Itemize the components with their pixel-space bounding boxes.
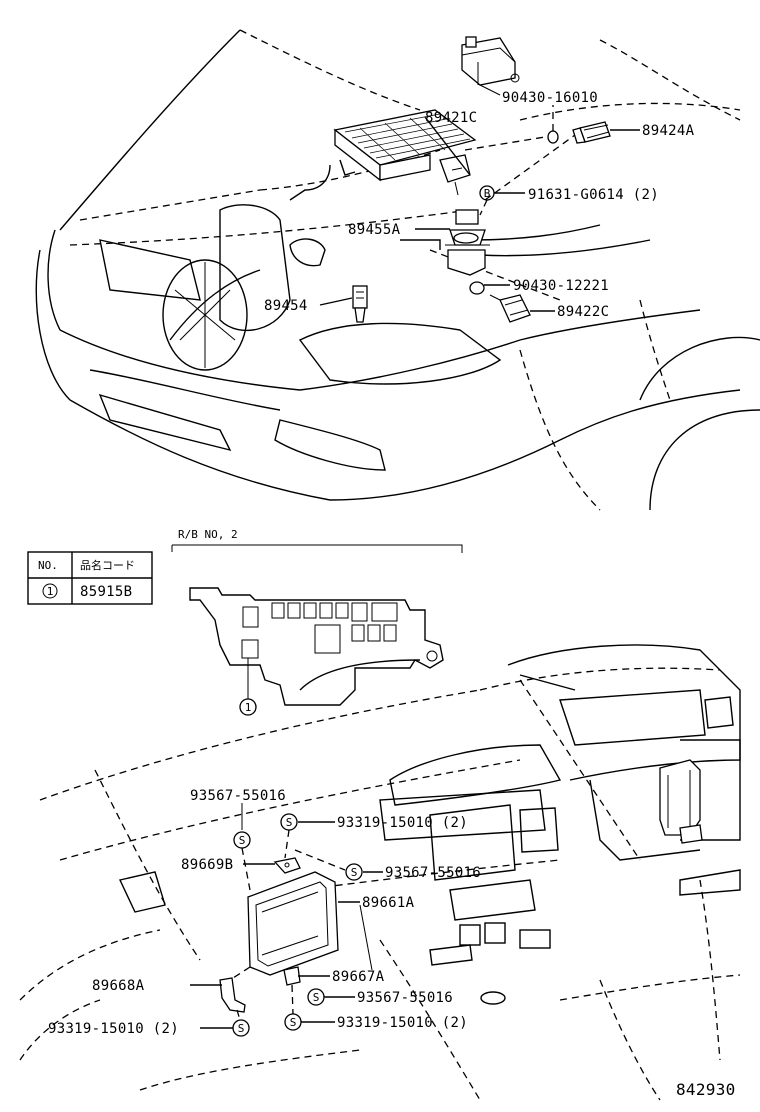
legend-header-no: NO. [38, 559, 58, 572]
s-marker-3: S [345, 863, 363, 881]
label-89668a: 89668A [92, 978, 145, 994]
dashboard-illustration [19, 644, 741, 1101]
label-93319-15010-b: 93319-15010 (2) [337, 1015, 468, 1031]
part-89454-sensor [352, 285, 368, 323]
label-93567-55016-b: 93567-55016 [385, 865, 481, 881]
top-leader-lines [319, 84, 640, 312]
svg-text:S: S [239, 834, 246, 847]
s-marker-1: S [233, 831, 251, 849]
bottom-leader-lines [190, 803, 383, 1029]
top-sensor-unit [461, 36, 520, 86]
legend-row-code: 85915B [80, 584, 132, 600]
label-91631-g0614: 91631-G0614 (2) [528, 187, 659, 203]
part-89422c-sensor [489, 294, 531, 323]
label-90430-12221: 90430-12221 [513, 278, 609, 294]
svg-text:S: S [286, 816, 293, 829]
svg-text:S: S [290, 1016, 297, 1029]
label-89421c: 89421C [425, 110, 477, 126]
label-89669b: 89669B [181, 857, 233, 873]
svg-text:S: S [238, 1022, 245, 1035]
rb-title: R/B NO, 2 [178, 528, 238, 541]
right-bracket-part [659, 759, 703, 844]
washer-90430-16010 [547, 130, 559, 144]
label-90430-16010: 90430-16010 [502, 90, 598, 106]
label-93567-55016-a: 93567-55016 [190, 788, 286, 804]
s-marker-6: S [232, 1019, 250, 1037]
b-symbol: B [484, 187, 491, 200]
label-89422c: 89422C [557, 304, 609, 320]
s-marker-2: S [280, 813, 298, 831]
label-89455a: 89455A [348, 222, 401, 238]
svg-text:S: S [313, 991, 320, 1004]
callout-1: 1 [245, 701, 252, 714]
legend-table: NO. 品名コード 1 85915B [27, 551, 153, 605]
svg-text:S: S [351, 866, 358, 879]
label-89661a: 89661A [362, 895, 415, 911]
part-89669b-bracket [273, 857, 301, 874]
part-89424a-sensor [572, 121, 611, 144]
label-89424a: 89424A [642, 123, 695, 139]
part-89661a-ecu [247, 871, 339, 976]
relay-block-section: R/B NO, 2 1 [171, 528, 463, 716]
part-89455a-valve [445, 209, 490, 276]
s-marker-4: S [307, 988, 325, 1006]
washer-90430-12221 [469, 281, 485, 295]
label-89667a: 89667A [332, 969, 385, 985]
s-markers: S S S S S S [232, 813, 363, 1037]
part-89668a-bracket [219, 977, 246, 1013]
legend-header-code: 品名コード [80, 558, 135, 572]
label-89454: 89454 [264, 298, 308, 314]
engine-bay-illustration [35, 29, 760, 511]
legend-row-no: 1 [47, 585, 54, 598]
label-93319-15010-a: 93319-15010 (2) [337, 815, 468, 831]
s-marker-5: S [284, 1013, 302, 1031]
label-93567-55016-c: 93567-55016 [357, 990, 453, 1006]
part-89421c-sensor [439, 154, 471, 196]
diagram-code: 842930 [676, 1080, 736, 1099]
part-89667a-bracket [283, 966, 301, 986]
label-93319-15010-c: 93319-15010 (2) [48, 1021, 179, 1037]
